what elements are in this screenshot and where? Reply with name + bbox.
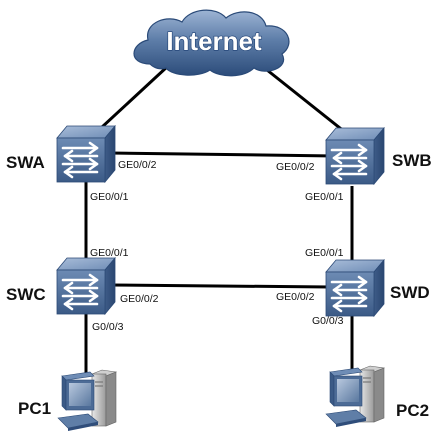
switch-icon	[324, 126, 386, 186]
port-label-swc-up: GE0/0/1	[90, 247, 129, 259]
link-swa-swb	[109, 151, 336, 158]
links	[84, 64, 356, 376]
cloud-label: Internet	[166, 26, 262, 56]
label-swa: SWA	[6, 153, 45, 172]
label-pc2: PC2	[396, 401, 429, 420]
port-label-swd-down: G0/0/3	[312, 315, 344, 327]
switch-swb[interactable]	[324, 126, 386, 186]
internet-cloud: Internet	[133, 9, 290, 77]
label-swd: SWD	[390, 283, 430, 302]
link-swc-swd	[109, 283, 331, 289]
pc-pc1[interactable]	[57, 369, 117, 432]
label-swb: SWB	[392, 151, 432, 170]
port-label-swc-right: GE0/0/2	[120, 293, 159, 305]
port-label-swc-down: G0/0/3	[92, 321, 124, 333]
switch-icon	[55, 256, 117, 316]
port-label-swa-down: GE0/0/1	[90, 191, 129, 203]
port-label-swb-left: GE0/0/2	[276, 161, 315, 173]
computer-icon	[325, 365, 385, 428]
port-label-swd-up: GE0/0/1	[305, 247, 344, 259]
cloud-icon	[133, 9, 290, 77]
pc-pc2[interactable]	[325, 365, 385, 428]
label-pc1: PC1	[18, 399, 51, 418]
port-label-swd-left: GE0/0/2	[276, 291, 315, 303]
switch-icon	[324, 258, 386, 318]
computer-icon	[57, 369, 117, 432]
port-label-swa-right: GE0/0/2	[118, 159, 157, 171]
switch-icon	[55, 124, 117, 184]
switch-swa[interactable]	[55, 124, 117, 184]
switch-swd[interactable]	[324, 258, 386, 318]
switch-swc[interactable]	[55, 256, 117, 316]
label-swc: SWC	[6, 285, 46, 304]
port-label-swb-down: GE0/0/1	[305, 191, 344, 203]
